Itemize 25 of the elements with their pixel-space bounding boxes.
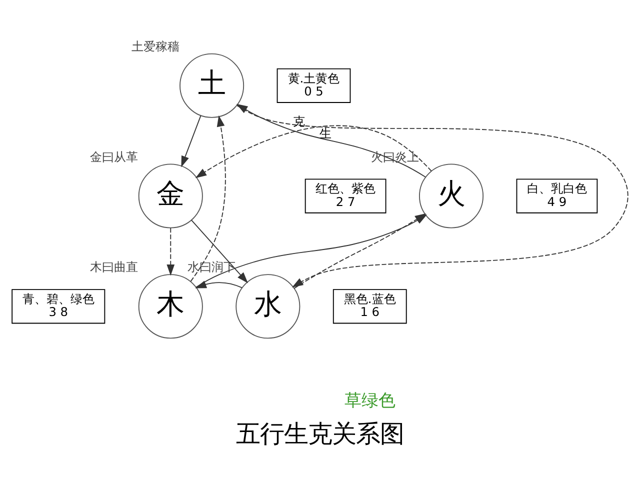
caption: 五行生克关系图 xyxy=(236,418,404,448)
edge-label: 生 xyxy=(319,126,332,140)
node-circle: 金 xyxy=(138,163,203,228)
arrow xyxy=(181,114,202,167)
node-circle: 木 xyxy=(138,274,203,338)
arrow xyxy=(191,219,248,283)
node-box: 青、碧、绿色 3 8 xyxy=(12,288,106,324)
arrow xyxy=(195,280,242,288)
node-circle: 火 xyxy=(419,163,484,228)
node-label: 土爱稼穑 xyxy=(131,38,180,53)
node-box: 白、乳白色 4 9 xyxy=(516,178,598,213)
node-box: 黑色.蓝色 1 6 xyxy=(332,288,407,324)
node-circle: 水 xyxy=(236,274,300,338)
arrow xyxy=(236,103,426,177)
node-label: 金曰从革 xyxy=(90,149,138,164)
node-label: 木曰曲直 xyxy=(90,260,138,274)
edge-label: 克 xyxy=(293,114,306,128)
arrow xyxy=(166,227,175,276)
node-box: 黄.土黄色 0 5 xyxy=(276,68,351,102)
arrow xyxy=(190,114,226,282)
arrow xyxy=(195,124,432,178)
node-box: 红色、紫色 2 7 xyxy=(304,178,386,213)
arrow xyxy=(236,104,628,287)
label: 草绿色 xyxy=(344,389,396,410)
node-circle: 土 xyxy=(180,52,244,118)
